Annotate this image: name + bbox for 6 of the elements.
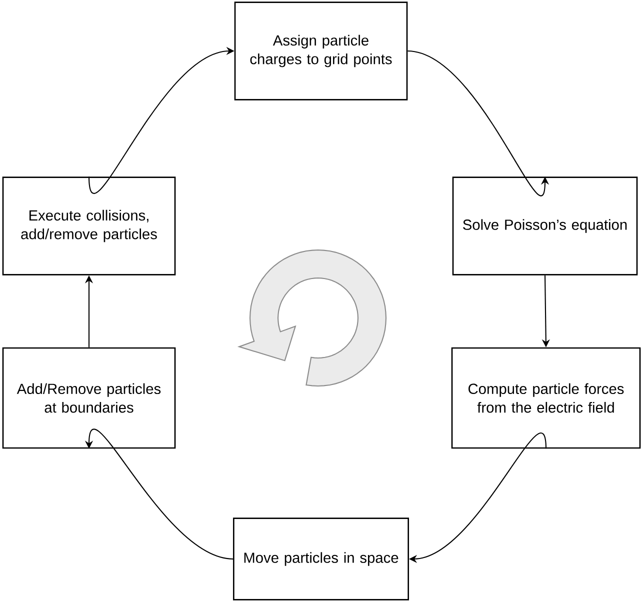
process-box: Compute particle forces from the electric field xyxy=(451,347,641,449)
process-box: Execute collisions, add/remove particles xyxy=(2,176,176,276)
process-box: Move particles in space xyxy=(233,518,409,600)
process-box: Assign particle charges to grid points xyxy=(234,2,408,100)
process-box: Solve Poisson’s equation xyxy=(452,176,638,276)
process-box: Add/Remove particles at boundaries xyxy=(2,347,176,449)
